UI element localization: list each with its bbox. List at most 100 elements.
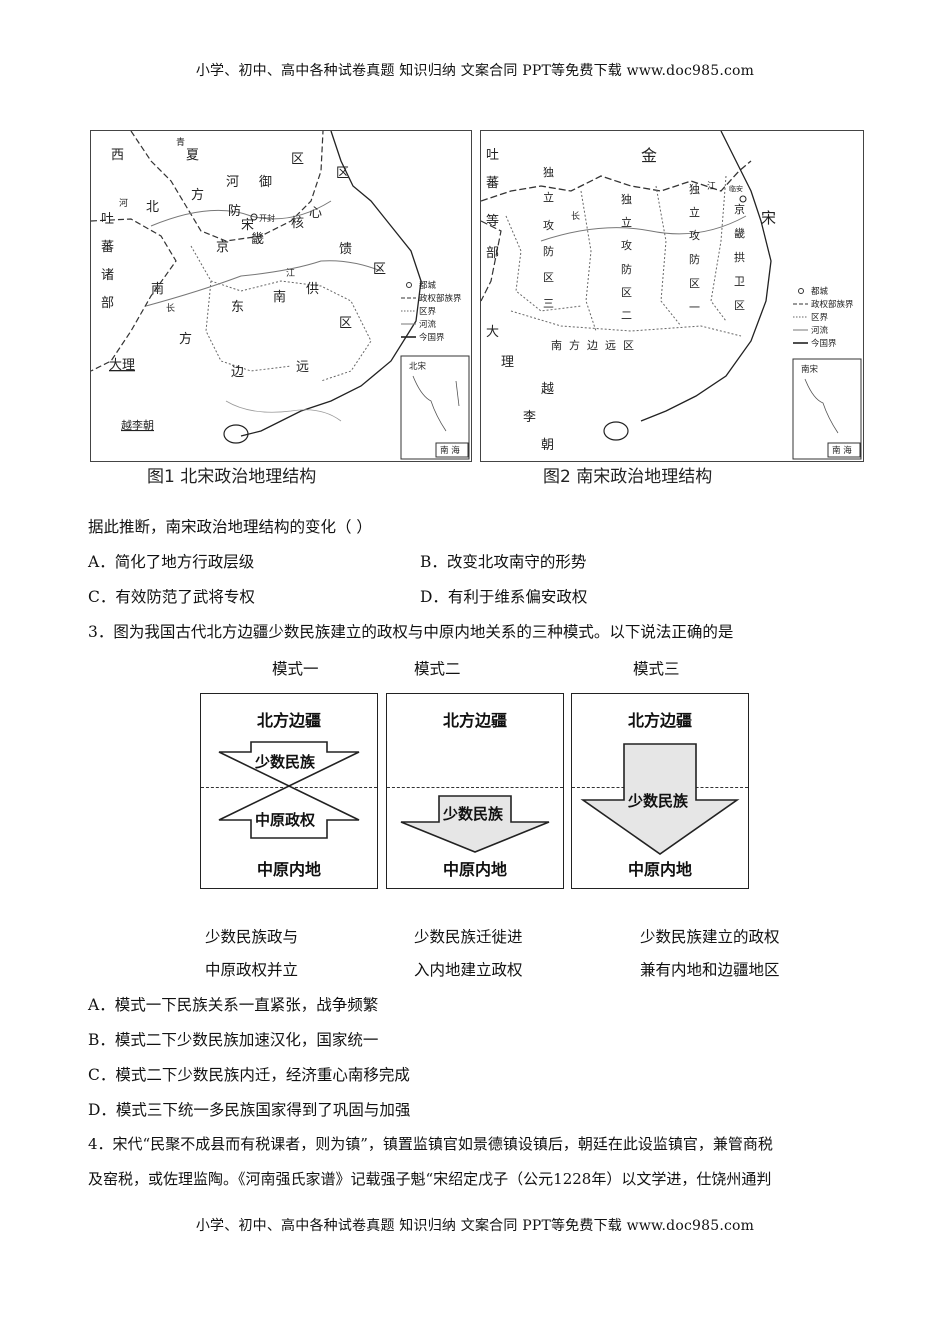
label: 南 [151, 281, 164, 297]
region-border [710, 175, 727, 322]
label: 青 [176, 136, 185, 148]
svg-text:河流: 河流 [811, 325, 829, 336]
mode2-title: 模式二 [414, 660, 461, 678]
mode3-arrow-label: 少数民族 [628, 792, 689, 810]
svg-text:京: 京 [734, 202, 745, 216]
label: 防 [228, 203, 241, 219]
mode3-arrows [580, 743, 740, 855]
label: 金 [641, 146, 657, 165]
mode2-desc-line2: 入内地建立政权 [414, 961, 523, 979]
arrow-down [218, 741, 360, 787]
map-legend: 都城 政权部族界 区界 河流 今国界 [401, 281, 462, 343]
label: 江 [286, 268, 295, 279]
svg-text:河流: 河流 [419, 319, 437, 330]
label: 河 [226, 175, 239, 190]
svg-text:防: 防 [621, 262, 632, 276]
map-northern-song-svg: 西 夏 青 区 御 河 防 心 区 北 方 河 宋 开封 核 畿 京 吐 蕃 诸… [91, 131, 470, 460]
arrow-down [400, 795, 550, 853]
label: 南 [273, 289, 286, 305]
label: 部 [101, 296, 114, 311]
svg-text:区界: 区界 [811, 313, 829, 323]
label: 方 [191, 187, 204, 203]
arrow-down [580, 743, 740, 855]
label: 吐 [486, 148, 499, 163]
label: 核 [291, 216, 304, 231]
svg-text:都城: 都城 [419, 281, 437, 291]
arrow-up [218, 785, 360, 839]
mode3-bottom-label: 中原内地 [627, 860, 692, 879]
label: 长 [166, 302, 175, 314]
svg-text:一: 一 [689, 301, 700, 314]
map2-caption: 图2 南宋政治地理结构 [543, 467, 713, 487]
regime-border [91, 218, 177, 372]
svg-text:政权部族界: 政权部族界 [419, 293, 462, 304]
svg-text:立: 立 [543, 190, 554, 204]
label: 北 [146, 200, 159, 215]
q2-option-c: C．有效防范了武将专权 [88, 588, 255, 606]
capital-marker [250, 213, 258, 221]
mode2-diagram: 北方边疆 少数民族 中原内地 [386, 693, 564, 889]
mode1-arrow-top-label: 少数民族 [255, 753, 316, 771]
label: 开封 [259, 213, 275, 223]
mode1-diagram: 北方边疆 少数民族 中原政权 中原内地 [200, 693, 378, 889]
label: 理 [501, 355, 514, 370]
river [540, 215, 747, 242]
label: 馈 [339, 242, 352, 257]
mode3-desc-line2: 兼有内地和边疆地区 [640, 961, 780, 979]
q3-option-d: D．模式三下统一多民族国家得到了巩固与加强 [88, 1101, 411, 1119]
label: 长 [571, 210, 580, 222]
region-border [505, 215, 582, 312]
river [225, 400, 342, 422]
mode1-arrow-bottom-label: 中原政权 [255, 811, 316, 829]
label: 朝 [541, 438, 554, 453]
label: 供 [306, 282, 319, 297]
coastline [640, 131, 772, 422]
label: 越 [541, 382, 554, 397]
svg-text:区: 区 [734, 299, 745, 312]
regime-border [481, 160, 752, 202]
mode1-title: 模式一 [272, 660, 319, 678]
map-legend: 都城 政权部族界 区界 河流 今国界 [793, 287, 854, 349]
svg-text:政权部族界: 政权部族界 [811, 299, 854, 310]
coastline [240, 131, 422, 437]
map-northern-song: 西 夏 青 区 御 河 防 心 区 北 方 河 宋 开封 核 畿 京 吐 蕃 诸… [90, 130, 472, 462]
svg-text:区: 区 [621, 286, 632, 299]
mode2-desc-line1: 少数民族迁徙进 [414, 928, 523, 946]
mode2-top-label: 北方边疆 [442, 711, 507, 730]
svg-text:北宋: 北宋 [409, 361, 427, 372]
independent-defense-zone-3: 独 立 攻 防 区 三 [543, 166, 554, 310]
label: 东 [231, 300, 244, 315]
svg-text:今国界: 今国界 [811, 338, 837, 349]
q2-option-a: A．简化了地方行政层级 [88, 553, 255, 571]
mode2-arrow-label: 少数民族 [443, 805, 504, 823]
label: 李 [523, 410, 536, 425]
label: 江 [707, 181, 716, 192]
svg-text:南 海: 南 海 [440, 445, 460, 456]
q2-option-b: B．改变北攻南守的形势 [420, 553, 587, 571]
q3-option-b: B．模式二下少数民族加速汉化，国家统一 [88, 1031, 379, 1049]
boundary-line [387, 787, 563, 788]
label: 区 [291, 152, 304, 167]
hainan-island [603, 421, 629, 441]
label: 方 [179, 331, 192, 347]
independent-defense-zone-2: 独 立 攻 防 区 二 [621, 193, 632, 322]
label: 南 方 边 远 区 [551, 338, 634, 352]
label: 御 [259, 175, 272, 190]
svg-text:畿: 畿 [734, 226, 745, 240]
regime-border [130, 131, 324, 242]
svg-text:区界: 区界 [419, 307, 437, 317]
svg-text:都城: 都城 [811, 287, 829, 297]
mode1-desc-line2: 中原政权并立 [205, 961, 299, 979]
label: 夏 [186, 148, 199, 163]
q4-line1: 4．宋代“民聚不成县而有税课者，则为镇”，镇置监镇官如景德镇设镇后，朝廷在此设监… [88, 1135, 773, 1153]
q3-option-a: A．模式一下民族关系一直紧张，战争频繁 [88, 996, 379, 1014]
q2-stem: 据此推断，南宋政治地理结构的变化（ ） [88, 518, 372, 536]
mode3-top-label: 北方边疆 [627, 711, 692, 730]
svg-text:区: 区 [689, 277, 700, 290]
label: 区 [373, 262, 386, 277]
svg-text:二: 二 [621, 309, 632, 322]
svg-text:三: 三 [543, 297, 554, 310]
svg-text:独: 独 [621, 193, 632, 206]
svg-text:南 海: 南 海 [832, 445, 852, 456]
label: 蕃 [486, 176, 499, 191]
